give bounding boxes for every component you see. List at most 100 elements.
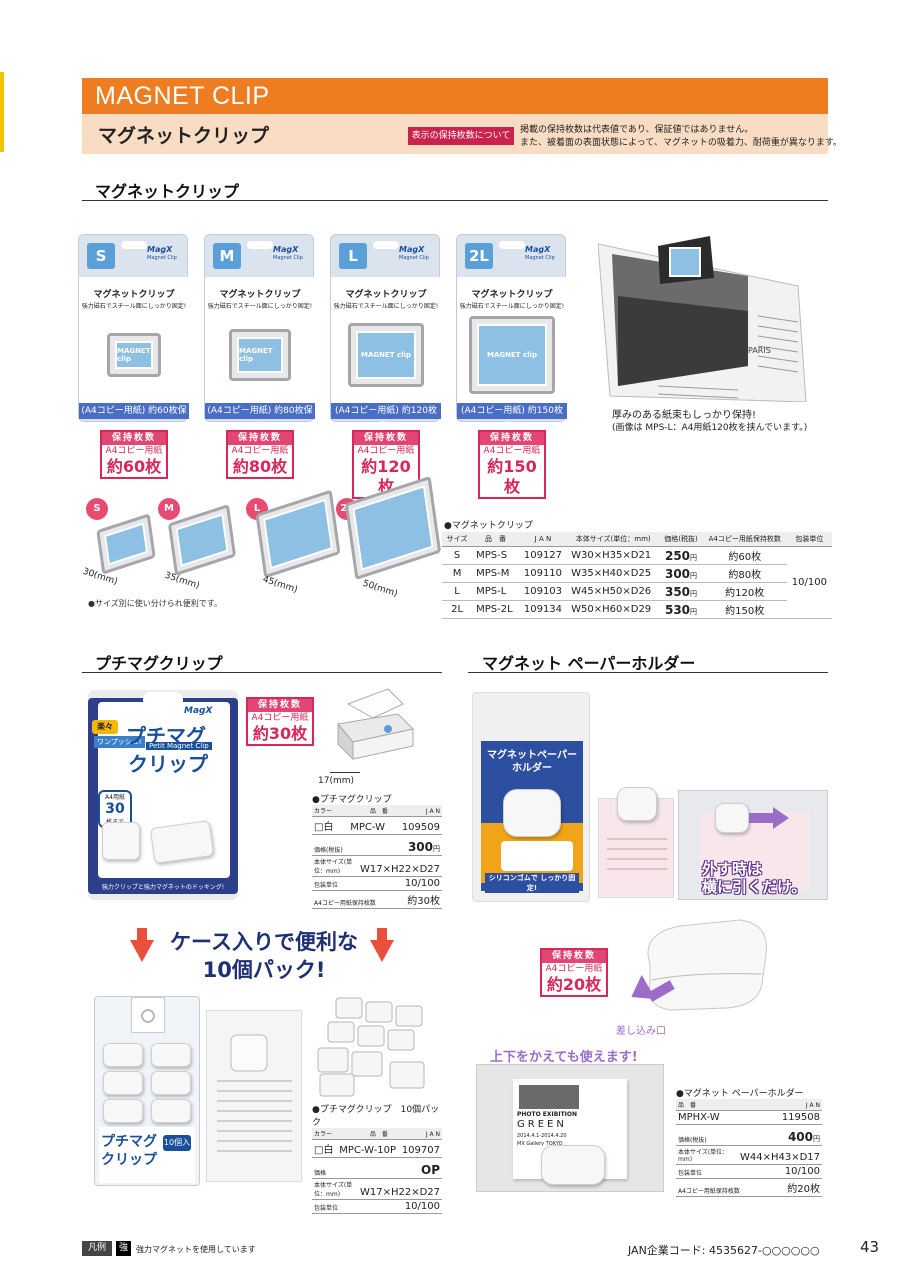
page-title: MAGNET CLIP [95,82,270,110]
spec-cell-dims: W30×H35×D21 [567,546,660,565]
spec-cell-jan: 109127 [518,546,568,565]
clip-logo: MAGNET clip [361,351,411,359]
remove-callout: 外す時は 横に引くだけ。 [702,860,807,896]
spec-unit-cell: 10/100 [786,546,832,619]
card-brand: MagX [273,245,299,254]
card-size-label: L [339,243,367,269]
card-hang-hole [373,241,399,249]
spec-price: 300 [664,566,691,581]
clip-logo: MAGNET clip [239,347,273,363]
clip-image: MAGNET clip [469,316,555,394]
spec-price-cell: 530円 [659,600,703,619]
spec-cell-sheets: 約150枚 [702,600,787,619]
spec-cell-code: MPS-2L [472,600,519,619]
dim-line-17 [330,772,360,773]
card-hang-hole [499,241,525,249]
legend-text: 強力マグネットを使用しています [136,1245,256,1254]
card-product-name: マグネットクリップ [93,290,175,300]
clip-image: MAGNET clip [229,329,291,381]
legend-label: 凡例 [82,1241,112,1256]
spec-col-header: サイズ [442,532,473,547]
page-number: 43 [860,1238,880,1256]
ten-pack-case: プチマグ クリップ 10個入 [94,996,200,1186]
size-dim-2l: 50(mm) [361,578,399,600]
insert-label: 差し込み口 [616,1026,666,1037]
notice-label: 表示の保持枚数について [408,127,514,145]
holder-spec: ●マグネット ペーパーホルダー 品 番 J A N MPHX-W 119508 … [676,1086,822,1197]
remove-holder-photo [678,790,828,900]
one-push: ワンプッシュ! [94,736,145,748]
spec-cell-sheets: 約120枚 [702,582,787,601]
spec-price-cell: 300円 [659,564,703,583]
petit-subtitle: Petit Magnet Clip [146,742,212,750]
header-bar [82,78,828,114]
pack-title-2: クリップ [101,1152,157,1168]
strong-icon: 強 [116,1241,131,1256]
promo-line-1: ケース入りで便利な [170,930,358,954]
arrow-right-icon [749,813,773,823]
size-dot-m: M [158,498,180,520]
petit-spec-1-caption: ●プチマグクリップ [312,795,392,805]
card-caption: (A4コピー用紙) 約80枚保持 [205,403,315,432]
updown-caption: 上下をかえても使えます! [490,1050,638,1065]
petit-brand: MagX [184,706,213,716]
section-title-petit: プチマグクリップ [95,654,223,673]
section-divider-holder [468,672,828,673]
petit-spec-2-caption: ●プチマグクリップ 10個パック [312,1105,440,1128]
promo-line-2: 10個パック! [202,958,326,982]
side-tab-marker [0,72,4,152]
card-line-3: 2014.4.1-2014.4.20 [517,1133,567,1139]
card-brand-sub: Magnet Clip [273,255,303,261]
card-product-name: マグネットクリップ [219,290,301,300]
spec-cell-code: MPS-S [472,546,519,565]
spec-cell-dims: W50×H60×D29 [567,600,660,619]
spec-price-cell: 350円 [659,582,703,601]
section-divider [82,200,828,201]
holder-package: マグネットペーパーホルダー シリコンゴムで しっかり固定! [472,692,590,902]
card-brand-sub: Magnet Clip [525,255,555,261]
card-tagline: 強力磁石でスチール面にしっかり固定! [459,303,565,310]
card-hang-hole [247,241,273,249]
card-tagline: 強力磁石でスチール面にしっかり固定! [81,303,187,310]
notice-line-1: 掲載の保持枚数は代表値であり、保証値ではありません。 [520,125,754,135]
size-dim-l: 45(mm) [261,574,299,596]
petit-title-2: クリップ [128,752,208,776]
petit-dim: 17(mm) [318,776,355,786]
arrow-down-right-icon [370,928,394,962]
hang-hole [141,1009,155,1023]
notice-line-2: また、被着面の表面状態によって、マグネットの吸着力、耐荷重が異なります。 [520,138,842,148]
book-heading: PARIS [748,346,771,355]
spec-cell-jan: 109110 [518,564,568,583]
card-line-2: GREEN [517,1119,567,1130]
spec-col-header: 価格(税抜) [659,532,703,547]
spec-col-header: J A N [518,532,568,547]
petit-badge: 保持枚数 A4コピー用紙 約30枚 [246,697,314,746]
card-brand: MagX [525,245,551,254]
card-tagline: 強力磁石でスチール面にしっかり固定! [207,303,313,310]
card-line-1: PHOTO EXIBITION [517,1111,578,1118]
card-caption: (A4コピー用紙) 約120枚保持 [331,403,441,432]
page-subtitle: マグネットクリップ [98,125,270,147]
clip-logo: MAGNET clip [117,347,151,363]
size-clip-s [96,513,156,575]
card-tagline: 強力磁石でスチール面にしっかり固定! [333,303,439,310]
pack-title-1: プチマグ [101,1134,157,1150]
size-dot-s: S [86,498,108,520]
spec-cell-sheets: 約80枚 [702,564,787,583]
holder-spec-caption: ●マグネット ペーパーホルダー [676,1089,804,1099]
section-divider-petit [82,672,442,673]
clip-on-document-photo [206,1010,302,1182]
section-title-holder: マグネット ペーパーホルダー [482,654,696,673]
size-clip-l [255,489,341,579]
petit-package: MagX 楽々 ワンプッシュ! プチマグ Petit Magnet Clip ク… [88,690,238,900]
spec-cell-size: M [442,564,473,583]
petit-clip-illustration [318,684,428,774]
card-hang-hole [121,241,147,249]
spec-cell-size: 2L [442,600,473,619]
